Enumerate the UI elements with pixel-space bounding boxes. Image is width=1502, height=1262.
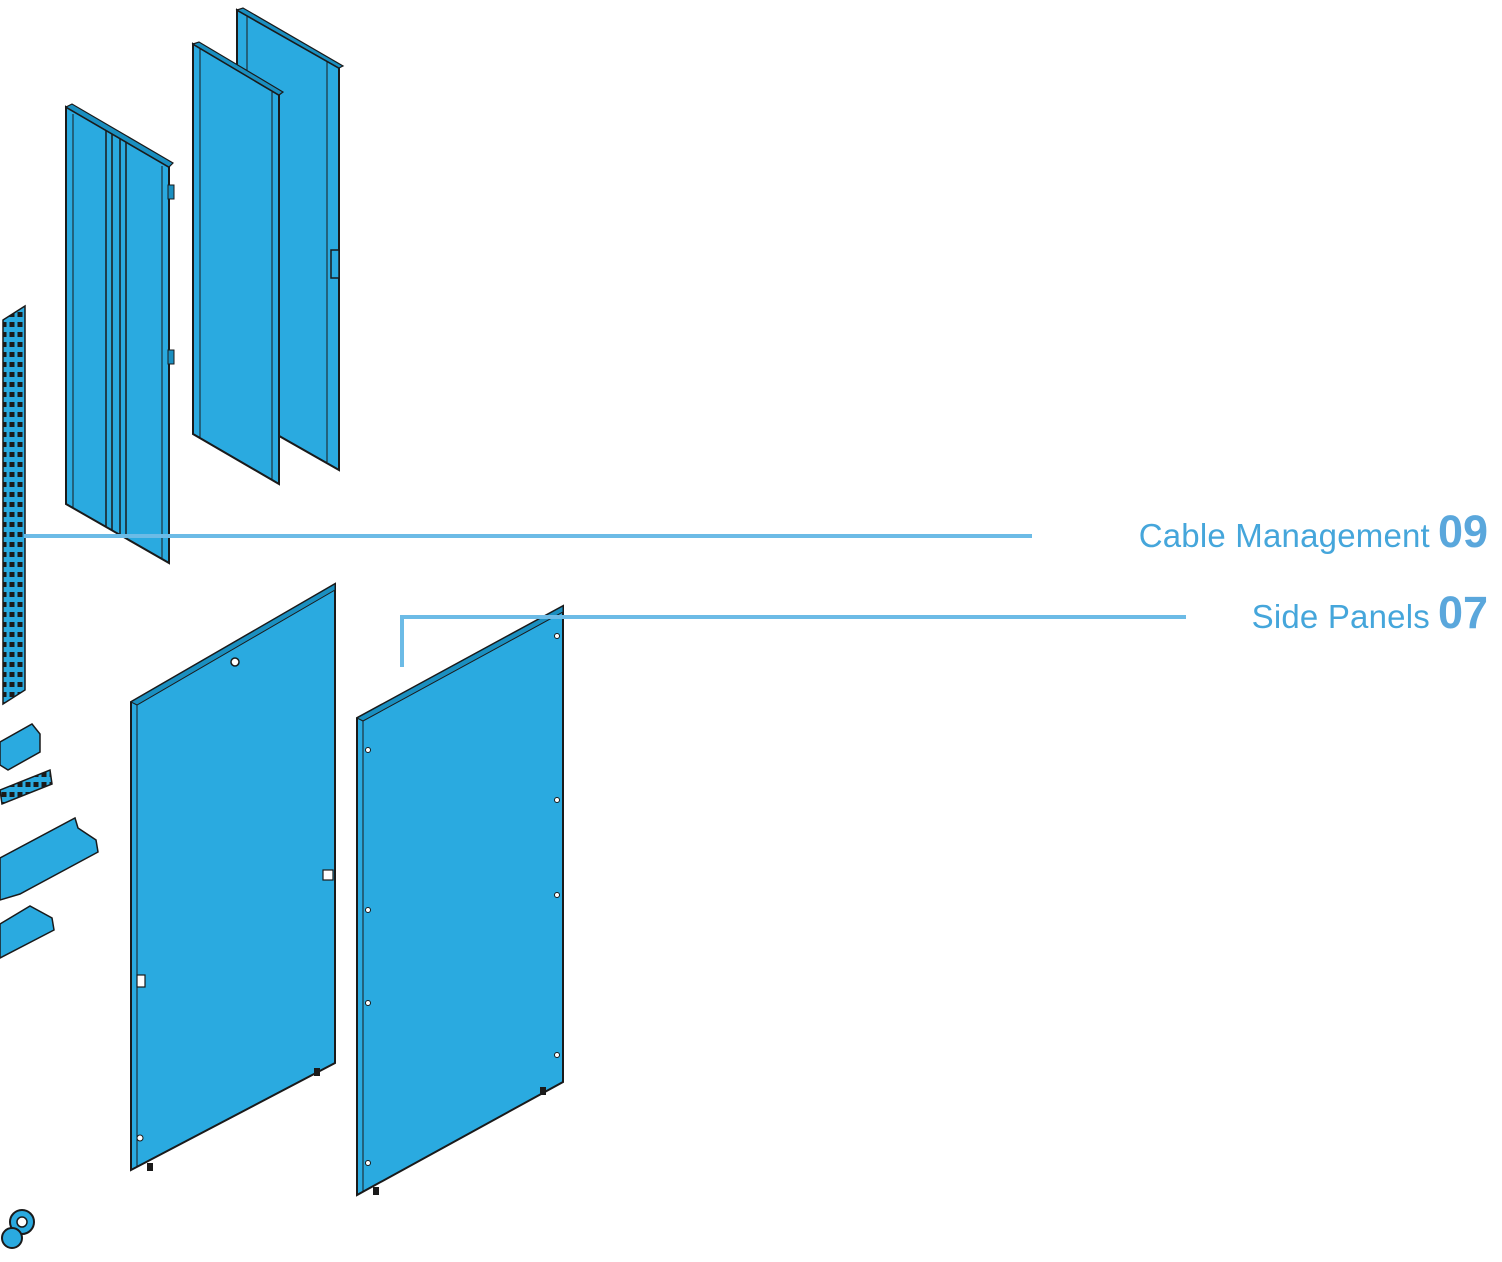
rear-door-front: [191, 41, 285, 486]
callout-label: Cable Management: [1138, 517, 1430, 554]
callout-label: Side Panels: [1251, 598, 1430, 635]
side-panel-right: [355, 604, 564, 1197]
side-panel-left: [129, 582, 336, 1172]
cable-management-strip: [2, 304, 26, 706]
callout-cable-management: Cable Management 09: [1139, 506, 1488, 558]
callout-side-panels: Side Panels 07: [1252, 587, 1488, 639]
front-split-door: [64, 103, 175, 565]
callout-number: 07: [1437, 587, 1488, 638]
small-parts-cluster: [0, 723, 99, 1249]
callout-number: 09: [1437, 506, 1488, 557]
leader-line-side-panels: [400, 615, 1186, 667]
